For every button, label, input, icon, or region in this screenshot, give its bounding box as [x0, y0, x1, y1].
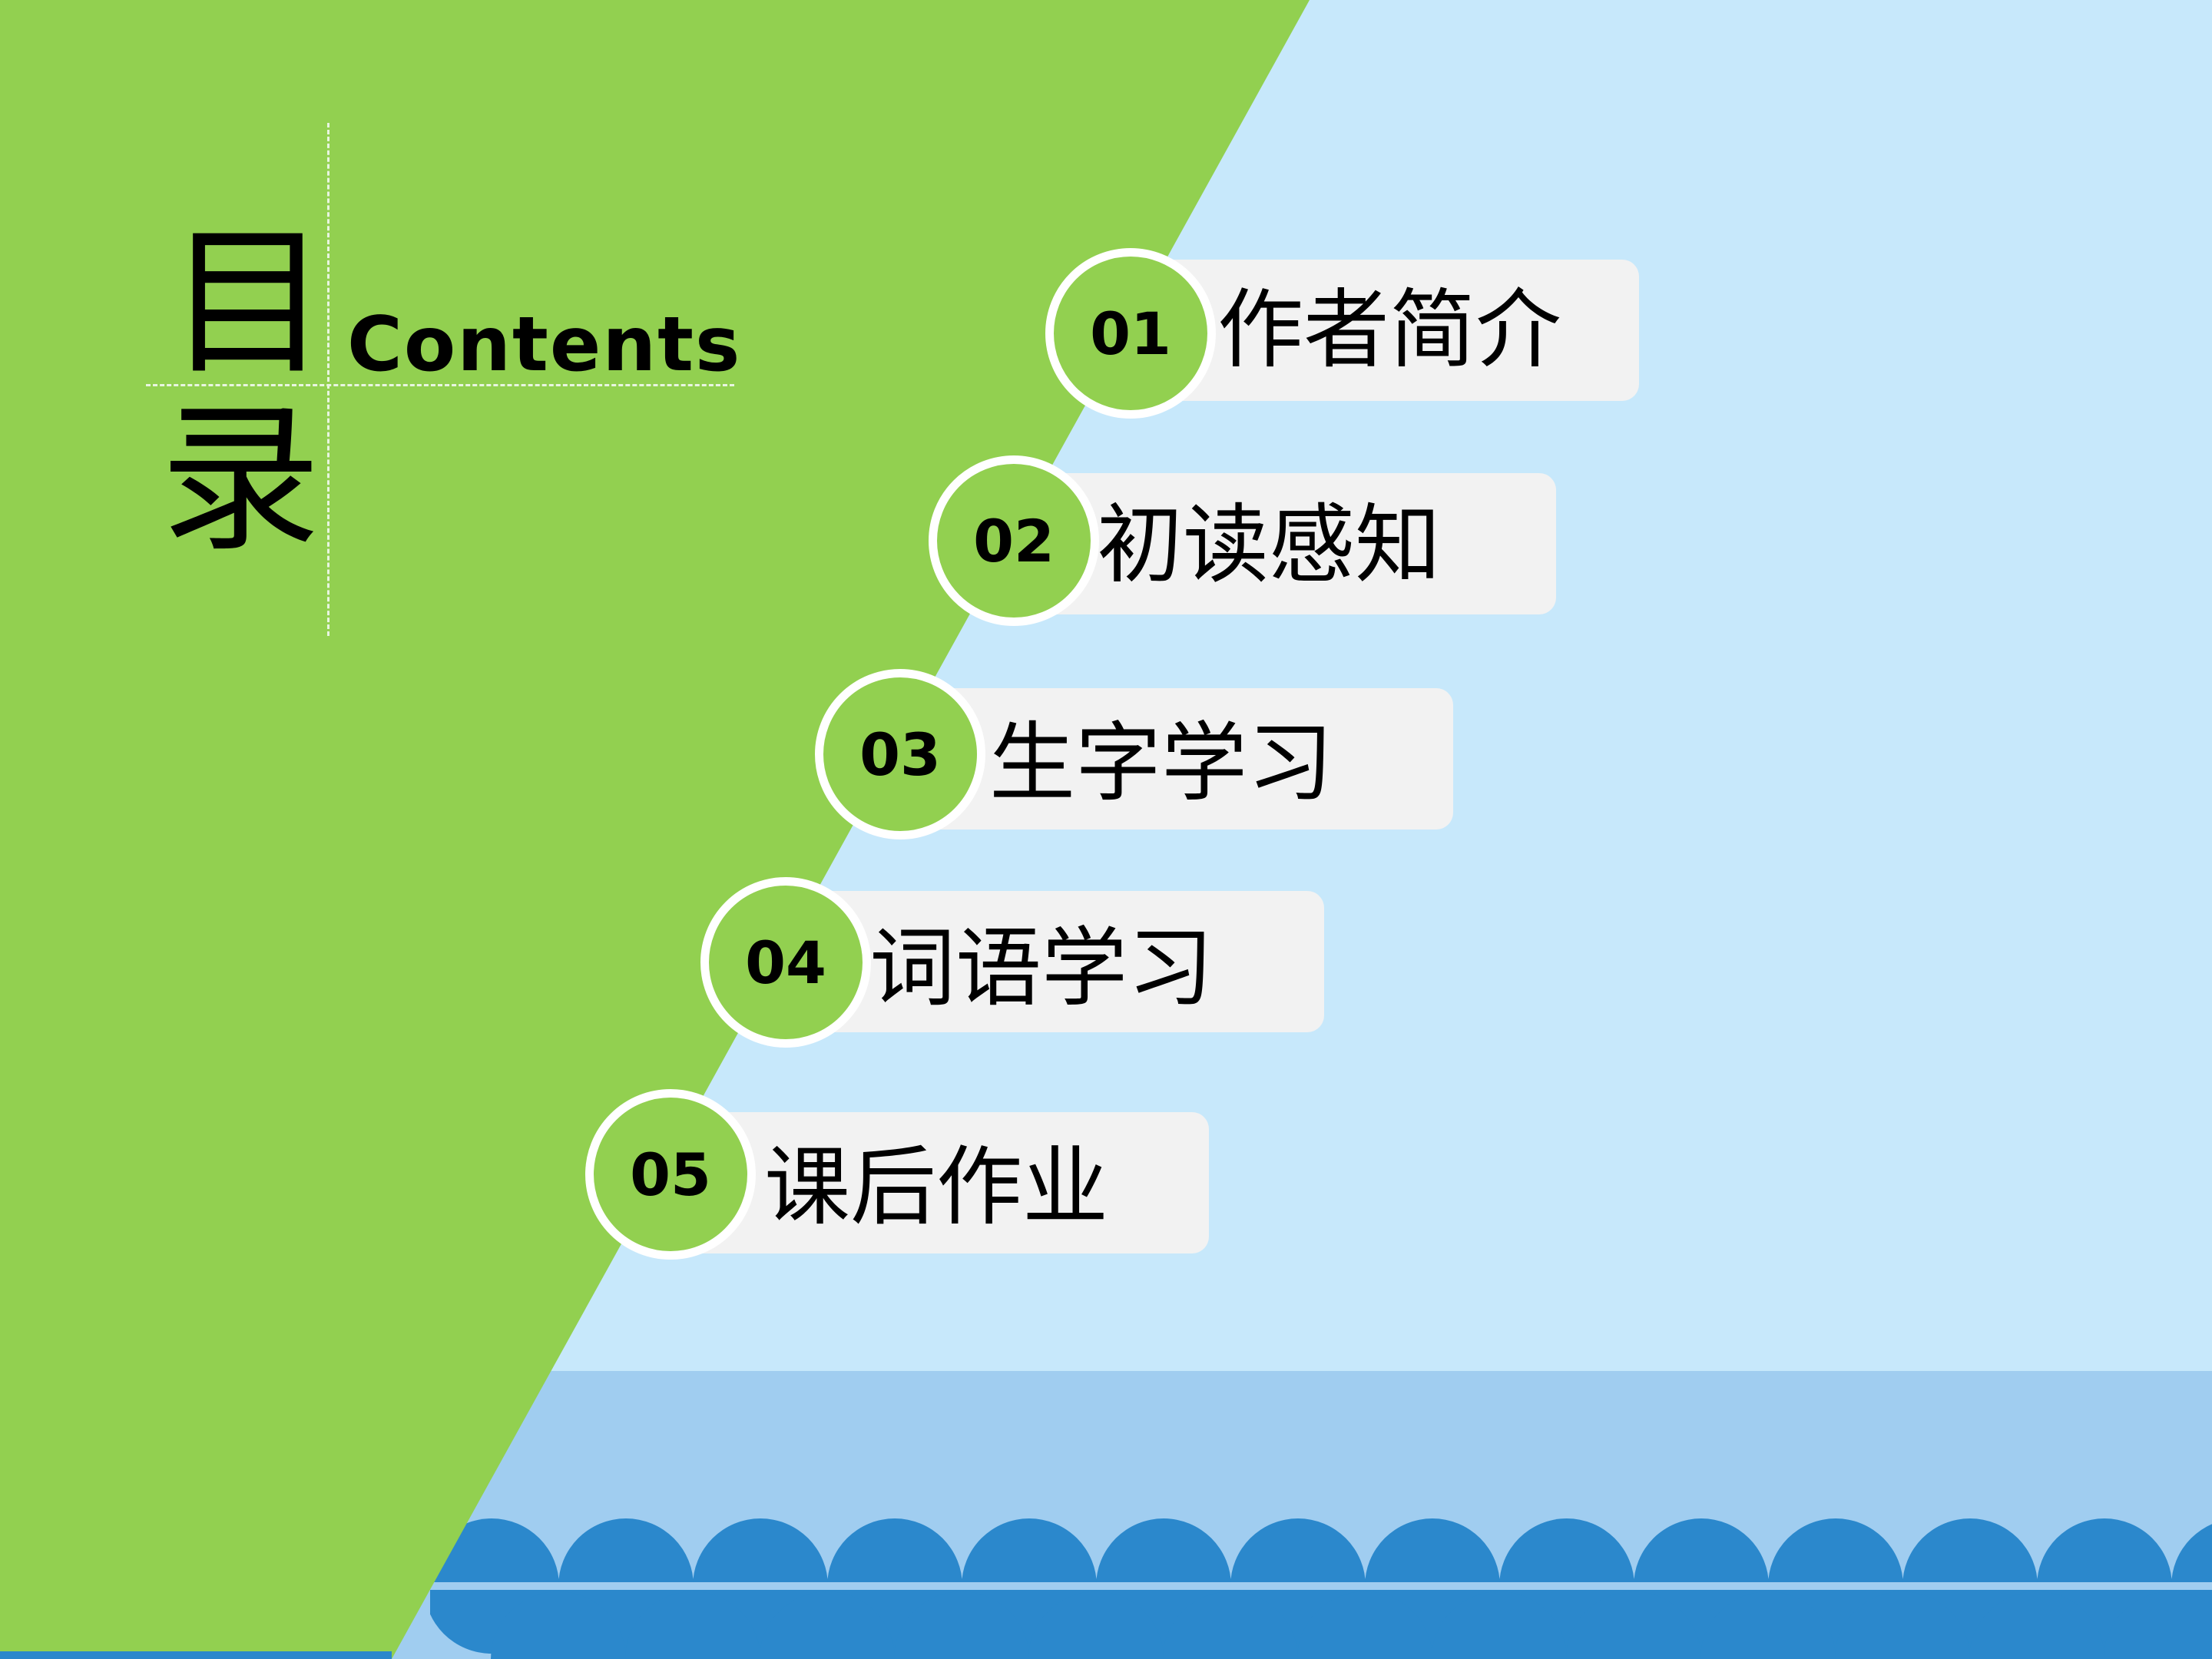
- toc-item-pill: [899, 688, 1453, 830]
- toc-item-pill: [1014, 473, 1556, 614]
- title-divider-horizontal: [146, 384, 734, 386]
- toc-item-label: 词语学习: [869, 919, 1214, 1018]
- toc-item-number: 04: [700, 877, 871, 1048]
- title-divider-vertical: [327, 123, 329, 636]
- toc-item-number: 02: [929, 455, 1099, 626]
- contents-subtitle: Contents: [347, 301, 742, 389]
- wave-pattern: [430, 1518, 2212, 1659]
- toc-item-number: 01: [1045, 248, 1216, 419]
- toc-item-label: 作者简介: [1217, 280, 1561, 380]
- toc-item-label: 初读感知: [1097, 495, 1441, 595]
- title-char-1: 目: [167, 209, 329, 397]
- toc-item-label: 生字学习: [989, 714, 1333, 813]
- bottom-edge-strip: [0, 1651, 392, 1659]
- toc-item-pill: [783, 891, 1324, 1032]
- toc-item-number: 03: [815, 669, 985, 839]
- title-char-2: 录: [160, 386, 322, 574]
- toc-item-number: 05: [585, 1089, 756, 1260]
- toc-item-pill: [668, 1112, 1209, 1253]
- toc-item-label: 课后作业: [764, 1137, 1108, 1237]
